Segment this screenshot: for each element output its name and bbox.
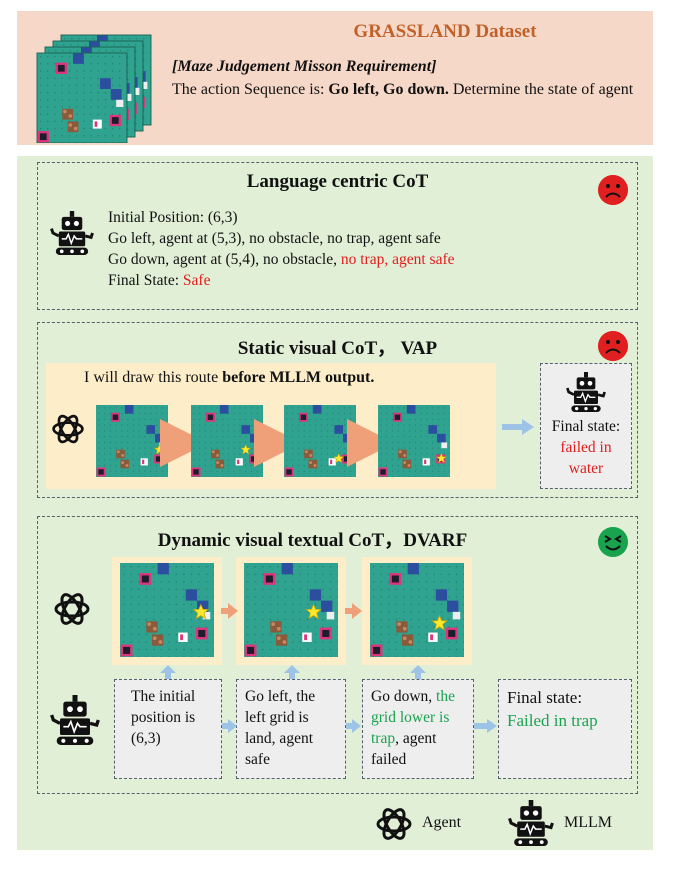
dynamic-final-value: Failed in trap bbox=[507, 711, 598, 730]
dynamic-cot-box: Dynamic visual textual CoT，DVARF The ini… bbox=[37, 516, 638, 794]
requirement-heading: [Maze Judgement Misson Requirement] bbox=[172, 58, 437, 75]
robot-icon bbox=[50, 695, 100, 745]
step-3-highlight: the grid lower is trap bbox=[371, 688, 455, 747]
cot-line-3-sep: , bbox=[384, 251, 393, 268]
legend-mllm-label: MLLM bbox=[564, 814, 612, 831]
blue-arrow bbox=[502, 419, 534, 435]
static-route-panel: I will draw this route before MLLM outpu… bbox=[46, 363, 496, 489]
maze-image bbox=[118, 561, 216, 659]
cot-line-3: Go down, agent at (5,4), no obstacle, no… bbox=[108, 249, 455, 270]
blue-arrow bbox=[222, 719, 237, 733]
robot-icon bbox=[566, 372, 606, 412]
language-cot-steps: Initial Position: (6,3) Go left, agent a… bbox=[108, 207, 455, 291]
static-intro-bold: before MLLM output. bbox=[222, 369, 375, 386]
static-final-value: failed in water bbox=[560, 439, 612, 477]
dataset-header: GRASSLAND Dataset [Maze Judgement Misson… bbox=[17, 11, 653, 145]
cot-line-4: Final State: Safe bbox=[108, 270, 455, 291]
sequence-actions: Go left, Go down. bbox=[328, 81, 449, 98]
happy-face-icon bbox=[598, 527, 628, 557]
robot-icon bbox=[508, 800, 554, 846]
agent-icon bbox=[54, 590, 90, 628]
static-intro-text: I will draw this route bbox=[84, 369, 223, 386]
cot-line-3-text: Go down, agent at (5,4), no obstacle, bbox=[108, 251, 341, 268]
dynamic-maze-1 bbox=[112, 557, 222, 665]
blue-arrow bbox=[474, 719, 497, 733]
maze-stack-image bbox=[35, 33, 153, 143]
task-description: [Maze Judgement Misson Requirement] The … bbox=[172, 55, 642, 101]
sequence-prefix: The action Sequence is: bbox=[172, 81, 329, 98]
cot-line-1: Initial Position: (6,3) bbox=[108, 209, 238, 226]
legend-agent-label: Agent bbox=[422, 814, 462, 831]
static-cot-box: Static visual CoT， VAP I will draw this … bbox=[37, 322, 638, 498]
cot-line-3-error-1: no trap bbox=[340, 251, 385, 268]
sequence-suffix: Determine the state of agent bbox=[448, 81, 634, 98]
language-cot-box: Language centric CoT Initial Position: (… bbox=[37, 162, 638, 310]
agent-icon bbox=[376, 805, 412, 843]
dynamic-maze-2 bbox=[236, 557, 346, 665]
robot-icon bbox=[50, 211, 94, 255]
dynamic-maze-3 bbox=[362, 557, 472, 665]
dynamic-final-label: Final state: bbox=[507, 688, 583, 707]
blue-arrow bbox=[346, 719, 361, 733]
dynamic-step-2: Go left, the left grid is land, agent sa… bbox=[236, 679, 346, 779]
agent-icon bbox=[52, 412, 84, 446]
sad-face-icon bbox=[598, 175, 628, 205]
dynamic-cot-title: Dynamic visual textual CoT，DVARF bbox=[157, 530, 468, 551]
static-cot-title: Static visual CoT， VAP bbox=[237, 338, 438, 359]
cot-line-3-error-2: agent safe bbox=[392, 251, 455, 268]
static-route-mazes bbox=[96, 404, 451, 478]
final-state-value: Safe bbox=[182, 272, 211, 289]
language-cot-title: Language centric CoT bbox=[246, 171, 429, 192]
dataset-title: GRASSLAND Dataset bbox=[353, 21, 537, 42]
static-route-intro: I will draw this route before MLLM outpu… bbox=[84, 369, 374, 387]
static-final-state: Final state: failed in water bbox=[540, 363, 632, 489]
sad-face-icon bbox=[598, 331, 628, 361]
static-final-label: Final state: bbox=[551, 418, 621, 435]
step-3-text: Go down, bbox=[371, 688, 437, 705]
maze-image bbox=[368, 561, 466, 659]
step-3-suffix: , agent failed bbox=[371, 730, 437, 768]
dynamic-final-state: Final state: Failed in trap bbox=[498, 679, 632, 779]
final-state-label: Final State: bbox=[108, 272, 183, 289]
maze-image bbox=[242, 561, 340, 659]
dynamic-step-3: Go down, the grid lower is trap, agent f… bbox=[362, 679, 474, 779]
orange-arrow bbox=[221, 603, 238, 619]
orange-arrow bbox=[345, 603, 362, 619]
cot-line-2: Go left, agent at (5,3), no obstacle, no… bbox=[108, 230, 441, 247]
dynamic-step-1: The initial position is (6,3) bbox=[114, 679, 222, 779]
